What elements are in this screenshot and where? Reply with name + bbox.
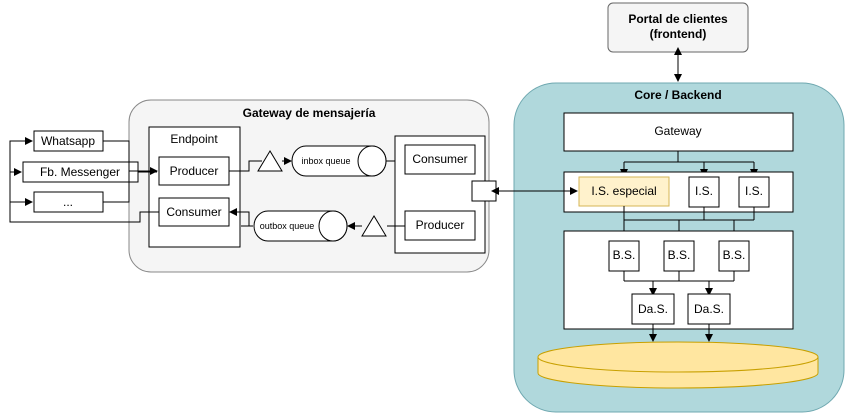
portal-subtitle: (frontend) — [650, 27, 707, 41]
channel-other-label: ... — [63, 195, 73, 209]
bs-das-connectors — [623, 271, 735, 296]
adapter-consumer-node — [404, 144, 476, 175]
inbox-queue-label: inbox queue — [301, 156, 350, 166]
core-gateway-label: Gateway — [654, 124, 701, 138]
messaging-gateway-title: Gateway de mensajería — [243, 106, 376, 120]
outbox-queue-node — [253, 210, 348, 242]
das-node-2 — [687, 293, 731, 325]
inbox-queue-node — [291, 145, 387, 177]
portal-node: Portal de clientes (frontend) — [607, 2, 749, 53]
outbox-consumer-connector — [229, 208, 253, 227]
bs-node-2 — [663, 240, 695, 272]
portal-title: Portal de clientes — [628, 12, 728, 26]
das-label-2: Da.S. — [694, 302, 724, 316]
das-node-1 — [631, 293, 675, 325]
is-label-1: I.S. — [695, 184, 713, 198]
bs-label-3: B.S. — [723, 248, 746, 262]
bs-label-2: B.S. — [668, 248, 691, 262]
is-label-2: I.S. — [745, 184, 763, 198]
endpoint-box — [148, 126, 241, 248]
channels-group: Whatsapp Fb. Messenger ... — [9, 130, 159, 223]
database-icon — [537, 341, 819, 389]
core-backend-container: Core / Backend Gateway I.S. especial I.S… — [513, 82, 845, 413]
outbox-queue-label: outbox queue — [260, 221, 315, 231]
adapter-producer-label: Producer — [416, 218, 465, 232]
adapter-consumer-label: Consumer — [412, 152, 467, 166]
inbox-triangle-icon — [257, 150, 283, 172]
outbox-triangle-icon — [361, 215, 387, 237]
producer-inbox-connector — [229, 160, 262, 172]
endpoint-producer-node — [158, 156, 230, 186]
bs-node-1 — [608, 240, 640, 272]
is-special-label: I.S. especial — [591, 184, 656, 198]
das-label-1: Da.S. — [638, 302, 668, 316]
endpoint-label: Endpoint — [170, 132, 218, 146]
endpoint-consumer-label: Consumer — [166, 205, 221, 219]
bs-label-1: B.S. — [613, 248, 636, 262]
is-node-1 — [688, 176, 720, 208]
core-title: Core / Backend — [634, 88, 721, 102]
messaging-gateway-container: Gateway de mensajería Endpoint Producer … — [128, 99, 490, 273]
channel-whatsapp-label: Whatsapp — [41, 134, 95, 148]
gateway-port — [471, 180, 497, 202]
endpoint-producer-label: Producer — [170, 164, 219, 178]
channel-connectors — [9, 137, 159, 223]
channel-fb-messenger-label: Fb. Messenger — [40, 165, 120, 179]
bs-node-3 — [718, 240, 750, 272]
